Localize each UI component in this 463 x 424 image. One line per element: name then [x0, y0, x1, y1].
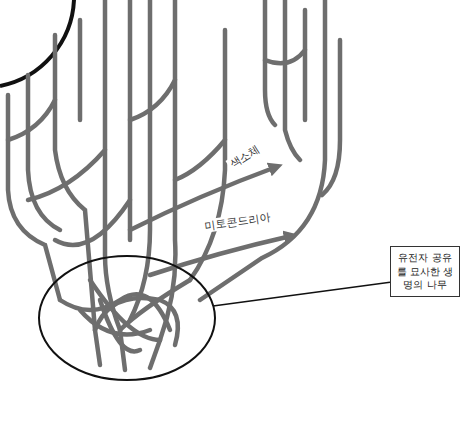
organelle-label: 미토콘드리아 [202, 210, 273, 233]
tree-branches [8, 0, 340, 370]
organelle-label: 색소체 [226, 141, 264, 172]
leader-line [213, 282, 390, 306]
caption-text: 유전자 공유를 묘사한 생명의 나무 [394, 251, 456, 292]
circle-arc [0, 0, 74, 86]
highlight-circle [39, 256, 215, 380]
caption-box: 유전자 공유를 묘사한 생명의 나무 [390, 246, 460, 297]
